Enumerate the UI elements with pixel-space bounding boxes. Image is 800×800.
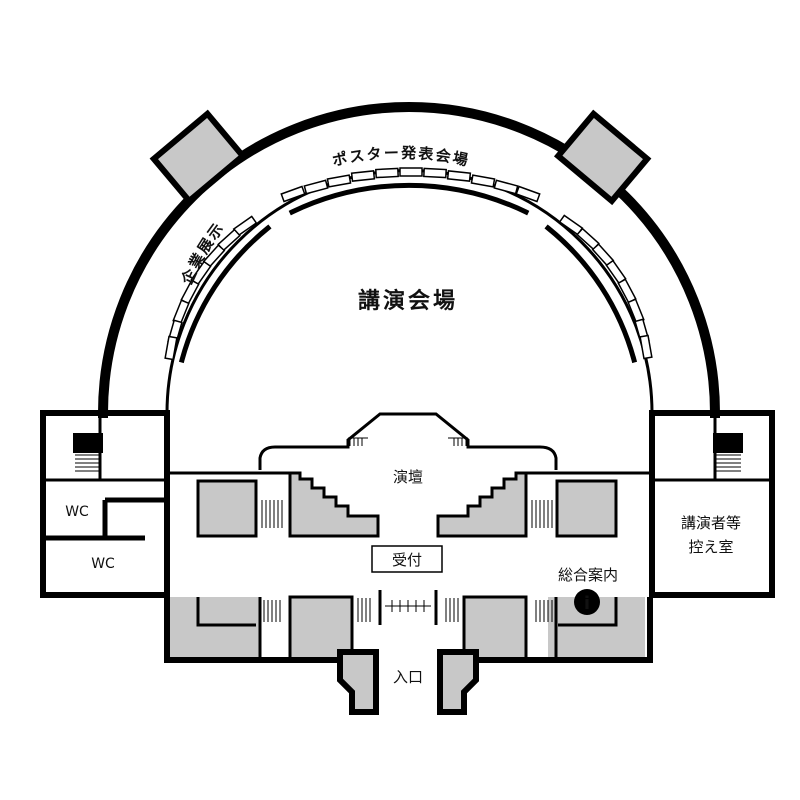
information-icon: [574, 589, 600, 615]
speaker-room-label-line1: 講演者等: [681, 514, 741, 532]
lower-lobby-walls: [164, 590, 653, 663]
side-rooms: [167, 471, 652, 538]
info-symbol: i: [584, 593, 590, 614]
side-stairs: [261, 500, 553, 528]
corner-tower-left: [149, 109, 248, 206]
exhibit-rail-right: [544, 224, 638, 364]
exhibit-booths-left: [164, 215, 258, 361]
left-wing: [40, 410, 170, 598]
lower-left-block: [290, 597, 352, 659]
lecture-hall-label: 講演会場: [358, 288, 458, 314]
left-room: [198, 481, 256, 536]
exhibit-rail-left: [178, 224, 272, 364]
right-room: [557, 481, 616, 536]
exhibit-booths-right: [558, 214, 653, 360]
wc-lower-label: WC: [91, 556, 115, 572]
inner-hall-wall: [165, 169, 654, 482]
entrance-pillars: [337, 649, 479, 715]
lower-right-block: [464, 597, 526, 659]
reception-label: 受付: [392, 551, 422, 569]
stage-label: 演壇: [393, 468, 423, 486]
grey-zones: [170, 481, 645, 659]
reception-counter: [371, 545, 443, 573]
lobby-stairs: [263, 598, 553, 622]
corner-tower-right: [553, 109, 652, 206]
poster-booths: [280, 167, 541, 203]
right-wing: [649, 410, 775, 598]
stage: [258, 412, 558, 538]
speaker-room-label-line2: 控え室: [688, 538, 733, 556]
information-label: 総合案内: [558, 566, 618, 584]
poster-rail: [288, 182, 530, 216]
outer-dome-wall: [97, 102, 721, 419]
entrance-label: 入口: [393, 668, 423, 686]
lobby-left-zone: [170, 597, 260, 659]
poster-area-label: ポスター発表会場: [331, 144, 472, 170]
wc-upper-label: WC: [65, 504, 89, 520]
